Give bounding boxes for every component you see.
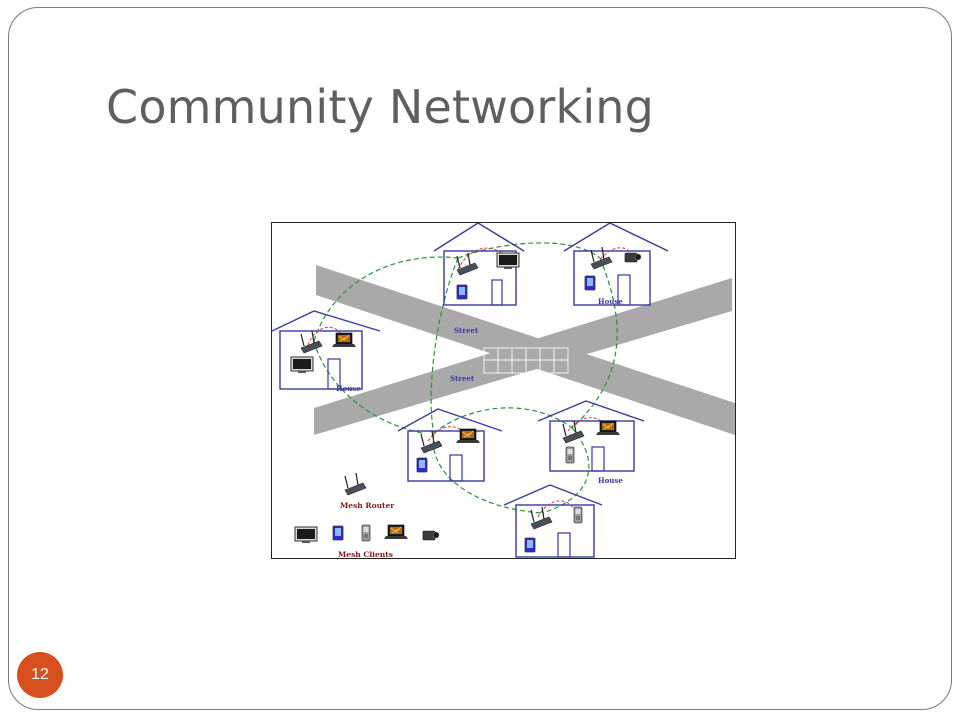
house-label: House <box>336 384 361 393</box>
legend: Mesh Router Mesh Clients <box>294 472 440 558</box>
house-bottom <box>503 484 603 558</box>
house-top-center <box>433 223 525 306</box>
community-network-diagram: House House <box>271 222 736 559</box>
house-label: House <box>598 297 623 306</box>
street-label: Street <box>454 326 479 335</box>
street-2 <box>314 278 732 435</box>
street-label: Street <box>450 374 475 383</box>
house-left: House <box>272 310 381 393</box>
house-middle-left <box>397 408 503 482</box>
house-top-right: House <box>563 223 669 306</box>
legend-clients-label: Mesh Clients <box>338 550 393 558</box>
slide-title: Community Networking <box>106 80 655 134</box>
house-middle-right: House <box>537 400 645 485</box>
page-number-badge: 12 <box>17 652 63 698</box>
legend-router-label: Mesh Router <box>340 501 395 510</box>
house-label: House <box>598 476 623 485</box>
